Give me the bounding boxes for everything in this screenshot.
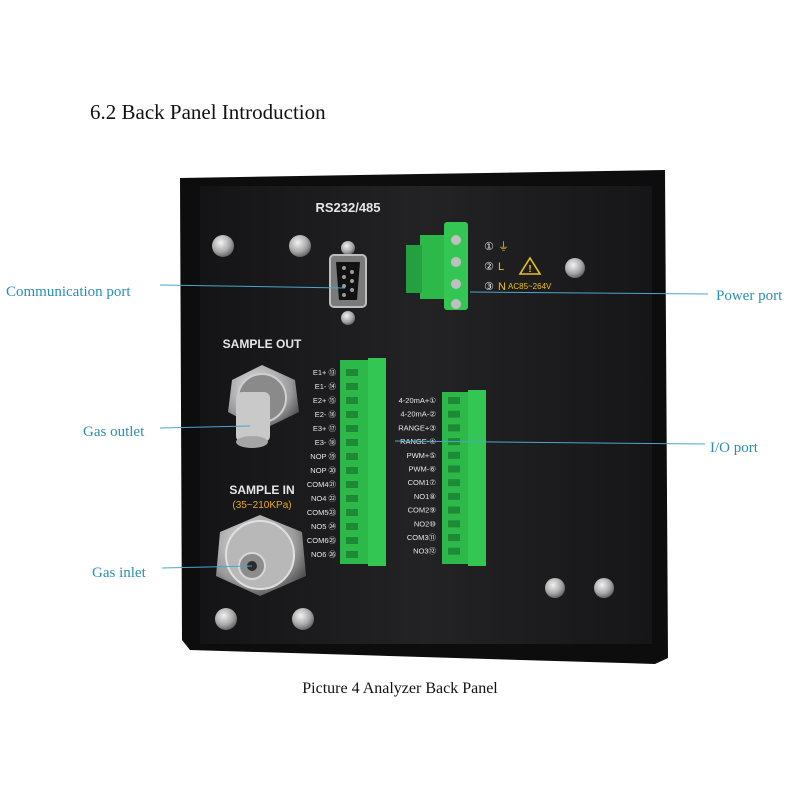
left-terminal-label: NO5 ㉔ (311, 522, 337, 531)
right-terminal-slot (448, 534, 460, 541)
power-num-2: ② (484, 261, 494, 273)
sample-in-range: (35~210KPa) (232, 500, 291, 511)
right-terminal-slot (448, 424, 460, 432)
sample-in-label: SAMPLE IN (229, 483, 294, 497)
left-terminal-slot (346, 523, 358, 530)
left-terminal-label: E2- ⑯ (315, 410, 337, 419)
left-terminal-label: E2+ ⑮ (313, 396, 337, 405)
left-terminal-label: COM4㉑ (307, 480, 337, 489)
right-terminal-slot (448, 410, 460, 418)
gas-inlet-fitting (216, 515, 306, 596)
right-terminal-slot (448, 492, 460, 500)
right-terminal-label: COM1⑦ (408, 478, 437, 487)
left-terminal-slot (346, 439, 358, 446)
right-terminal-label: NO1⑧ (414, 492, 436, 501)
left-terminal-label: NOP ⑳ (310, 466, 336, 475)
right-terminal-label: NO3⑫ (413, 547, 436, 556)
right-terminal-slot (448, 506, 460, 514)
left-terminal-label: E3+ ⑰ (313, 424, 337, 433)
left-terminal-label: COM5㉓ (307, 508, 337, 517)
io-port-label: I/O port (710, 440, 758, 456)
gas-outlet-leader-line (159, 425, 251, 429)
power-terminal-block (406, 222, 468, 310)
gas-inlet-label: Gas inlet (92, 565, 146, 581)
right-terminal-slot (448, 547, 460, 555)
right-terminal-label: COM3⑪ (407, 533, 437, 542)
power-num-1: ① (484, 241, 494, 253)
power-letter-n: N (498, 281, 506, 293)
left-terminal-slot (346, 453, 358, 460)
sample-out-label: SAMPLE OUT (223, 337, 302, 351)
left-terminal-slot (346, 425, 358, 432)
svg-text:!: ! (528, 264, 531, 275)
right-terminal-slot (448, 397, 460, 404)
right-terminal-label: COM2⑨ (408, 506, 437, 515)
left-terminal-label: E3- ⑱ (315, 438, 337, 447)
left-terminal-label: E1+ ⑬ (313, 368, 337, 377)
warning-icon: ! (518, 256, 542, 275)
right-terminal-slot (448, 520, 460, 528)
rs232-label: RS232/485 (315, 200, 380, 215)
io-leader-line (394, 440, 706, 445)
power-port-label: Power port (716, 288, 783, 304)
left-terminal-slot (346, 495, 358, 502)
left-terminal-slot (346, 383, 358, 390)
left-terminal-label: NO4 ㉒ (311, 494, 337, 503)
left-terminal-label: E1- ⑭ (315, 382, 337, 391)
right-terminal-label: 4-20mA+① (399, 396, 437, 405)
left-terminal-label: NOP ⑲ (310, 452, 336, 461)
callout-lines (159, 284, 709, 569)
power-letter-l: L (498, 261, 504, 273)
right-terminal-slot (448, 451, 460, 459)
communication-port-label: Communication port (6, 284, 131, 300)
left-terminal-slot (346, 537, 358, 544)
power-spec: AC85~264V (508, 282, 552, 291)
right-terminal-label: RANGE+③ (398, 423, 436, 432)
right-terminal-label: PWM+⑤ (407, 451, 437, 460)
right-terminal-label: NO2⑩ (414, 519, 436, 528)
power-num-3: ③ (484, 281, 494, 293)
gas-outlet-fitting (228, 365, 299, 448)
gas-outlet-label: Gas outlet (83, 424, 145, 440)
left-terminal-label: COM6㉕ (307, 536, 337, 545)
left-terminal-label: NO6 ㉖ (311, 550, 337, 559)
section-heading: 6.2 Back Panel Introduction (90, 100, 326, 124)
gas-inlet-leader-line (161, 565, 253, 569)
left-terminal-slot (346, 397, 358, 404)
db9-connector (329, 241, 367, 325)
left-terminal-slot (346, 551, 358, 558)
right-terminal-label: PWM-⑥ (408, 465, 436, 474)
communication-leader-line (159, 284, 346, 289)
left-terminal-slot (346, 369, 358, 376)
left-terminal-slot (346, 481, 358, 488)
figure-caption: Picture 4 Analyzer Back Panel (302, 680, 498, 697)
left-terminal-slot (346, 509, 358, 516)
right-terminal-label: 4-20mA-② (401, 410, 437, 419)
power-leader-line (469, 291, 709, 295)
mounting-screws (212, 235, 614, 630)
right-terminal-slot (448, 465, 460, 473)
left-terminal-slot (346, 467, 358, 474)
right-terminal-slot (448, 479, 460, 487)
ground-symbol: ⏚ (498, 240, 509, 253)
left-terminal-slot (346, 411, 358, 418)
